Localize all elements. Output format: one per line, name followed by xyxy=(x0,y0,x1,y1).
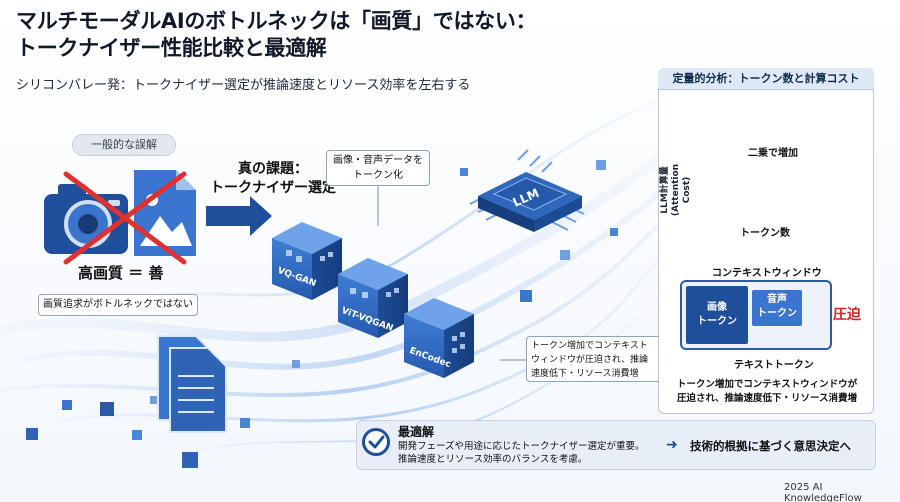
tokenizer-cube-encodec xyxy=(404,298,474,378)
documents-icon xyxy=(157,335,227,433)
llm-chip-icon xyxy=(469,149,585,232)
optimal-solution-title: 最適解 xyxy=(398,425,435,439)
issue-line-1: 真の課題： xyxy=(238,161,308,177)
optimal-line-1: 開発フェーズや用途に応じたトークナイザー選定が重要。 xyxy=(398,441,645,452)
quantitative-panel-header: 定量的分析：トークン数と計算コスト xyxy=(658,68,874,90)
camera-icon xyxy=(44,184,128,254)
audio-token-line-2: トークン xyxy=(757,308,797,319)
misconception-note: 画質追求がボトルネックではない xyxy=(38,294,198,316)
callout-leaders xyxy=(377,186,526,361)
cross-mark-icon xyxy=(63,171,187,265)
footer-credit: 2025 AI KnowledgeFlow xyxy=(784,482,862,502)
image-token-line-1: 画像 xyxy=(707,302,727,313)
page-title: マルチモーダルAIのボトルネックは「画質」ではない： トークナイザー性能比較と最… xyxy=(16,8,537,62)
text-token-label: テキストトークン xyxy=(734,360,814,371)
quantitative-panel-summary: トークン増加でコンテキストウィンドウが 圧迫され、推論速度低下・リソース消費増 xyxy=(664,378,870,406)
callout-token-line-2: ウィンドウが圧迫され、推論 xyxy=(531,355,649,365)
floating-particles xyxy=(26,160,618,468)
callout-media-line-2: トークン化 xyxy=(353,170,403,181)
ylabel-line-1: LLM計算量 xyxy=(660,166,670,214)
misconception-badge: 一般的な誤解 xyxy=(72,134,176,156)
misconception-caption: 高画質 ＝ 善 xyxy=(78,264,164,282)
image-token-block: 画像 トークン xyxy=(686,286,748,344)
callout-token-line-1: トークン増加でコンテキスト xyxy=(531,341,648,351)
quant-summary-line-2: 圧迫され、推論速度低下・リソース消費増 xyxy=(676,393,858,404)
page-subtitle: シリコンバレー発：トークナイザー選定が推論速度とリソース効率を左右する xyxy=(16,78,471,93)
optimal-line-2: 推論速度とリソース効率のバランスを考慮。 xyxy=(398,454,588,465)
image-token-line-2: トークン xyxy=(697,316,737,327)
context-window-label: コンテキストウィンドウ xyxy=(712,268,822,279)
quantitative-analysis-panel xyxy=(658,68,874,414)
optimal-solution-box xyxy=(356,420,876,470)
issue-line-2: トークナイザー選定 xyxy=(210,180,336,196)
chart-y-axis-label: LLM計算量 (Attention Cost) xyxy=(660,150,693,230)
chart-growth-annotation: 二乗で増加 xyxy=(748,148,798,159)
true-issue-label: 真の課題： トークナイザー選定 xyxy=(198,160,348,198)
ylabel-line-2: (Attention Cost) xyxy=(671,163,692,217)
tokenizer-cube-vitvqgan xyxy=(338,258,408,338)
decision-label: 技術的根拠に基づく意思決定へ xyxy=(690,439,851,453)
token-increase-callout: トークン増加でコンテキスト ウィンドウが圧迫され、推論 速度低下・リソース消費増 xyxy=(526,336,664,382)
image-file-icon xyxy=(134,170,196,256)
pressure-label: 圧迫 xyxy=(833,307,861,323)
chart-x-axis-label: トークン数 xyxy=(740,228,790,239)
tokenizer-cube-vqgan xyxy=(272,222,342,300)
audio-token-line-1: 音声 xyxy=(767,294,787,305)
audio-token-block: 音声 トークン xyxy=(752,290,802,326)
optimal-solution-text: 開発フェーズや用途に応じたトークナイザー選定が重要。 推論速度とリソース効率のバ… xyxy=(398,440,645,466)
quant-summary-line-1: トークン増加でコンテキストウィンドウが xyxy=(676,379,858,390)
media-tokenize-callout: 画像・音声データを トークン化 xyxy=(326,150,430,186)
title-line-2: トークナイザー性能比較と最適解 xyxy=(16,36,327,60)
check-icon xyxy=(362,428,390,456)
callout-media-line-1: 画像・音声データを xyxy=(333,155,423,166)
callout-token-line-3: 速度低下・リソース消費増 xyxy=(531,369,639,379)
arrow-right-icon xyxy=(206,196,272,236)
title-line-1: マルチモーダルAIのボトルネックは「画質」ではない： xyxy=(16,9,537,33)
decision-arrow-icon: ➜ xyxy=(666,437,678,453)
